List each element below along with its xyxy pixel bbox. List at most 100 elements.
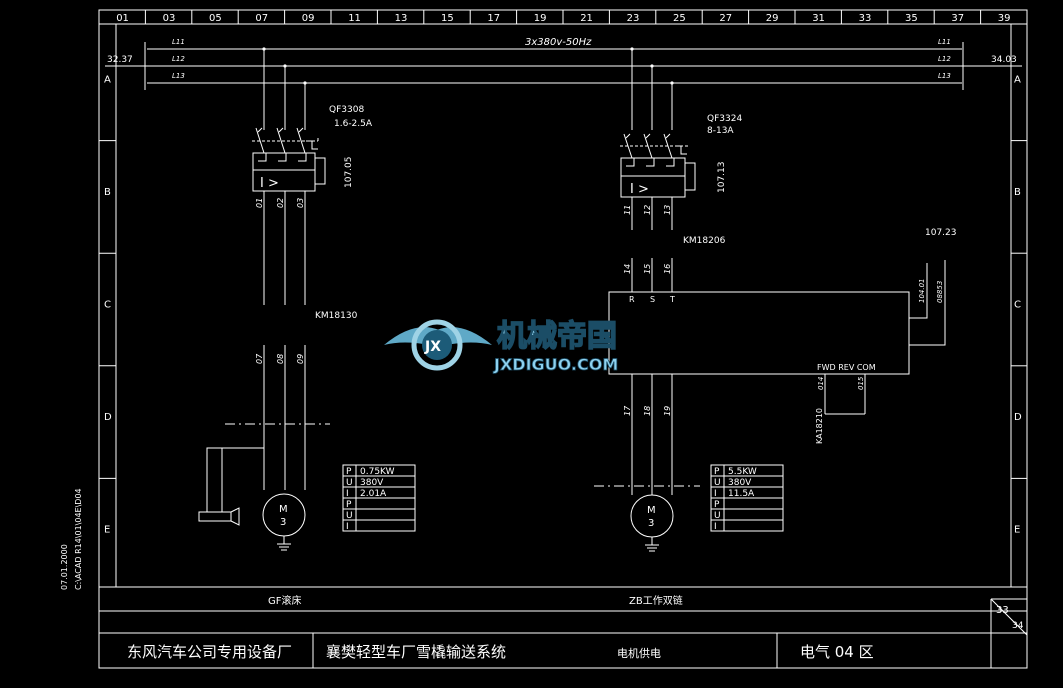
inner-frame bbox=[115, 23, 1012, 588]
gear-icon bbox=[411, 319, 463, 371]
control-wire-2: 015 bbox=[857, 376, 865, 390]
param-symbol: U bbox=[346, 511, 353, 521]
row-label-right: A bbox=[1014, 74, 1021, 85]
row-label-left: C bbox=[104, 300, 111, 311]
supply-bus: 32.37 34.03 3x380v-50Hz L11 L12 L13 L11 … bbox=[105, 37, 1022, 90]
column-label: 27 bbox=[719, 13, 732, 24]
column-label: 13 bbox=[395, 13, 408, 24]
column-label: 29 bbox=[766, 13, 779, 24]
wire-left-02: 02 bbox=[276, 198, 285, 208]
supply-left-ref: 32.37 bbox=[107, 55, 133, 65]
wire-right-18: 18 bbox=[643, 406, 652, 416]
ground-right-icon bbox=[645, 537, 659, 552]
wire-left-08: 08 bbox=[276, 354, 285, 364]
row-label-left: D bbox=[104, 412, 112, 423]
row-label-right: C bbox=[1014, 300, 1021, 311]
contactor-right: KM18206 bbox=[683, 236, 726, 246]
column-label: 33 bbox=[859, 13, 872, 24]
column-label: 03 bbox=[163, 13, 176, 24]
param-value: 2.01A bbox=[360, 489, 387, 499]
control-wire-1: 014 bbox=[817, 377, 825, 390]
line-l13-left: L13 bbox=[172, 72, 185, 80]
breaker-qf3308: I > QF3308 1.6-2.5A 107.05 bbox=[252, 105, 373, 192]
wire-right-13: 13 bbox=[663, 205, 672, 215]
wire-left-03: 03 bbox=[296, 198, 305, 208]
motor-right bbox=[630, 494, 674, 538]
row-label-right: D bbox=[1014, 412, 1022, 423]
wire-left-01: 01 bbox=[255, 198, 264, 208]
row-label-left: A bbox=[104, 74, 111, 85]
param-symbol: I bbox=[714, 489, 717, 499]
wire-right-11: 11 bbox=[623, 205, 632, 215]
column-label: 35 bbox=[905, 13, 918, 24]
sheet-total: 34 bbox=[1012, 621, 1024, 631]
supply-right-ref: 34.03 bbox=[991, 55, 1017, 65]
param-symbol: U bbox=[714, 478, 721, 488]
motor-left-label: M bbox=[279, 504, 288, 515]
side-path: C:\ACAD R14\01\04E\D04 bbox=[74, 488, 83, 590]
wire-left-07: 07 bbox=[255, 353, 264, 364]
wire-left-09: 09 bbox=[296, 354, 305, 364]
param-symbol: P bbox=[714, 500, 720, 510]
column-label: 07 bbox=[255, 13, 268, 24]
signal-ref: 107.23 bbox=[925, 228, 957, 238]
watermark: JX 机械帝国 JXDIGUO.COM bbox=[384, 318, 619, 374]
column-label: 09 bbox=[302, 13, 315, 24]
terminal-s: S bbox=[650, 295, 655, 304]
terminal-t: T bbox=[669, 295, 675, 304]
column-label: 39 bbox=[998, 13, 1011, 24]
row-label-right: E bbox=[1014, 525, 1020, 536]
row-label-right: B bbox=[1014, 187, 1021, 198]
column-label: 19 bbox=[534, 13, 547, 24]
watermark-badge: JX bbox=[424, 339, 441, 355]
column-label: 31 bbox=[812, 13, 825, 24]
wire-right-15: 15 bbox=[643, 264, 652, 274]
section-left: GF滚床 bbox=[268, 594, 302, 607]
brake-icon bbox=[198, 511, 232, 522]
left-circuit: I > QF3308 1.6-2.5A 107.05 01 02 03 KM18… bbox=[198, 47, 416, 551]
line-l13-right: L13 bbox=[938, 72, 951, 80]
motor-right-label: M bbox=[647, 505, 656, 516]
param-symbol: I bbox=[346, 489, 349, 499]
param-symbol: P bbox=[346, 500, 352, 510]
column-label: 23 bbox=[627, 13, 640, 24]
column-label: 17 bbox=[487, 13, 500, 24]
motor-left bbox=[262, 493, 306, 537]
supply-label: 3x380v-50Hz bbox=[525, 37, 592, 48]
column-label: 01 bbox=[116, 13, 129, 24]
column-label: 21 bbox=[580, 13, 593, 24]
row-label-left: E bbox=[104, 525, 110, 536]
param-symbol: P bbox=[346, 467, 352, 477]
relay-label: KA18210 bbox=[815, 408, 824, 444]
breaker-right-name: QF3324 bbox=[707, 114, 742, 124]
column-label: 11 bbox=[348, 13, 361, 24]
param-value: 0.75KW bbox=[360, 467, 395, 477]
column-label: 15 bbox=[441, 13, 454, 24]
breaker-left-ref: 107.05 bbox=[344, 157, 354, 189]
breaker-left-symbol: I > bbox=[260, 176, 279, 191]
ground-left-icon bbox=[277, 536, 291, 551]
wire-right-19: 19 bbox=[663, 406, 672, 416]
terminal-r: R bbox=[629, 295, 635, 304]
project-name: 襄樊轻型车厂雪橇输送系统 bbox=[326, 643, 506, 661]
param-symbol: U bbox=[346, 478, 353, 488]
breaker-right-symbol: I > bbox=[630, 182, 649, 197]
param-value: 380V bbox=[728, 478, 752, 488]
param-value: 11.5A bbox=[728, 489, 755, 499]
watermark-url: JXDIGUO.COM bbox=[493, 355, 618, 374]
line-l12-left: L12 bbox=[172, 55, 185, 63]
column-label: 25 bbox=[673, 13, 686, 24]
motor-right-phase: 3 bbox=[648, 518, 654, 529]
signal-wire-1: 104.01 bbox=[918, 279, 926, 304]
company-name: 东风汽车公司专用设备厂 bbox=[127, 643, 292, 661]
control-terminals: FWD REV COM bbox=[817, 363, 876, 372]
wire-right-16: 16 bbox=[663, 264, 672, 274]
signal-wire-2: 08853 bbox=[936, 281, 944, 303]
wire-right-17: 17 bbox=[623, 405, 632, 416]
breaker-right-ref: 107.13 bbox=[717, 162, 727, 194]
